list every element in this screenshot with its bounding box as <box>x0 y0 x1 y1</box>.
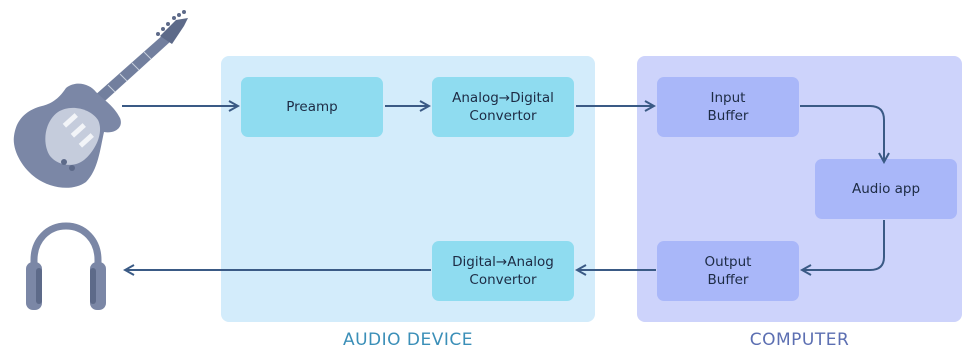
headphones-icon <box>26 222 106 310</box>
audio-device-label: AUDIO DEVICE <box>342 330 474 350</box>
preamp-node: Preamp <box>241 77 383 137</box>
audio-app-node: Audio app <box>815 159 957 219</box>
output-buffer-node: Output Buffer <box>657 241 799 301</box>
computer-label: COMPUTER <box>749 330 850 350</box>
input-buffer-node: Input Buffer <box>657 77 799 137</box>
dac-node: Digital→Analog Convertor <box>432 241 574 301</box>
adc-node: Analog→Digital Convertor <box>432 77 574 137</box>
arrow-audio-app-to-output-buffer <box>802 220 885 270</box>
arrow-input-buffer-to-audio-app <box>800 105 884 162</box>
electric-guitar-icon <box>13 10 188 188</box>
